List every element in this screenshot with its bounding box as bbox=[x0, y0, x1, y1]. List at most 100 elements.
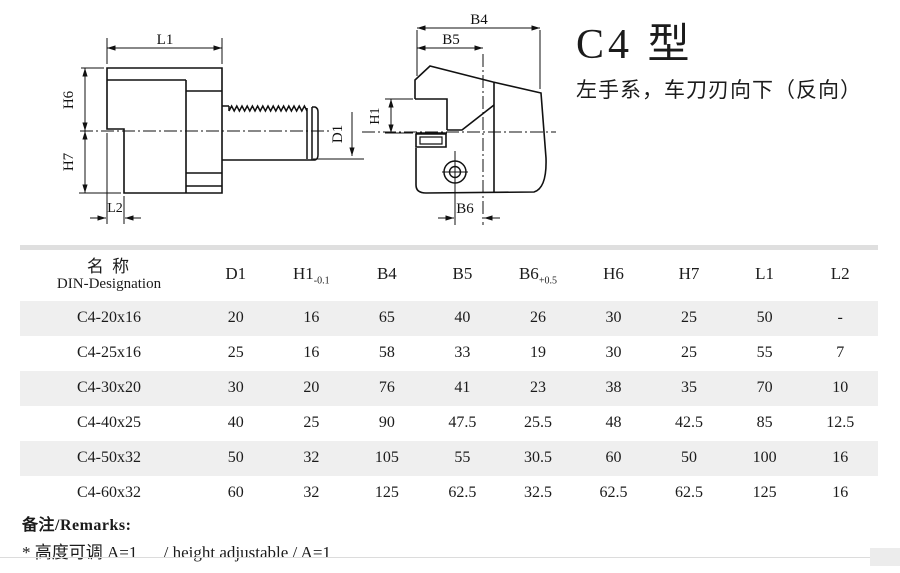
cell: 20 bbox=[227, 309, 244, 326]
cell: 30 bbox=[227, 379, 244, 396]
remarks-block: 备注/Remarks: * 高度可调 A=1 / height adjustab… bbox=[22, 511, 331, 563]
cell: 50 bbox=[227, 449, 244, 466]
remarks-heading: 备注/Remarks: bbox=[22, 517, 132, 534]
cell: 30 bbox=[605, 344, 622, 361]
name-column-header: 名 称 DIN-Designation bbox=[20, 248, 198, 301]
side-view-drawing: L1 H6 H7 L2 D1 bbox=[61, 32, 364, 224]
cell: 48 bbox=[605, 414, 622, 431]
holder-body-outline bbox=[106, 67, 223, 194]
remarks-note-zh: * 高度可调 A=1 bbox=[22, 543, 138, 562]
cell: 62.5 bbox=[448, 484, 477, 501]
row-name: C4-30x20 bbox=[77, 379, 141, 396]
row-name: C4-20x16 bbox=[77, 309, 141, 326]
cell: 40 bbox=[227, 414, 244, 431]
cell: 33 bbox=[454, 344, 471, 361]
remarks-note-en: / height adjustable / A=1 bbox=[163, 543, 331, 562]
cell: 60 bbox=[227, 484, 244, 501]
cell: 55 bbox=[454, 449, 471, 466]
shank-outline bbox=[222, 104, 319, 161]
name-header-zh: 名 称 bbox=[86, 256, 132, 276]
cell: 58 bbox=[378, 344, 395, 361]
cell: 50 bbox=[756, 309, 773, 326]
table-row: C4-30x20 30 20 76 41 23 38 35 70 10 bbox=[20, 370, 878, 406]
cell: 25 bbox=[681, 309, 698, 326]
remarks-line: * 高度可调 A=1 / height adjustable / A=1 bbox=[22, 538, 331, 563]
cell: 25 bbox=[681, 344, 698, 361]
title-block: C4 型 左手系，车刀刃向下（反向） bbox=[576, 22, 862, 104]
cell: 125 bbox=[374, 484, 399, 501]
table-header-row: 名 称 DIN-Designation D1 H1-0.1 B4 B5 B6+0… bbox=[20, 248, 878, 301]
row-name: C4-40x25 bbox=[77, 414, 141, 431]
cell: 16 bbox=[303, 344, 320, 361]
dim-label-h7: H7 bbox=[61, 152, 77, 171]
cell: 19 bbox=[529, 344, 546, 361]
table-row: C4-60x32 60 32 125 62.5 32.5 62.5 62.5 1… bbox=[20, 476, 878, 511]
dim-label-h6: H6 bbox=[61, 90, 77, 109]
cell: 62.5 bbox=[675, 484, 704, 501]
cell: 50 bbox=[681, 449, 698, 466]
cell: 26 bbox=[529, 309, 546, 326]
cell: 38 bbox=[605, 379, 622, 396]
dim-label-l2: L2 bbox=[107, 201, 123, 216]
cell: 35 bbox=[681, 379, 698, 396]
col-header-b4: B4 bbox=[376, 264, 397, 284]
cell: 25 bbox=[227, 344, 244, 361]
dim-label-h1: H1 bbox=[368, 107, 383, 124]
col-header-h1: H1-0.1 bbox=[293, 264, 330, 287]
cell: 25 bbox=[303, 414, 320, 431]
row-name: C4-50x32 bbox=[77, 449, 141, 466]
dim-label-b4: B4 bbox=[470, 12, 488, 28]
cell: 76 bbox=[378, 379, 395, 396]
dim-label-b6: B6 bbox=[456, 201, 474, 217]
cell: 47.5 bbox=[448, 414, 477, 431]
row-name: C4-60x32 bbox=[77, 484, 141, 501]
row-name: C4-25x16 bbox=[77, 344, 141, 361]
cell: 40 bbox=[454, 309, 471, 326]
cell: 70 bbox=[756, 379, 773, 396]
cell: 62.5 bbox=[599, 484, 628, 501]
cell: 100 bbox=[752, 449, 777, 466]
col-header-h7: H7 bbox=[678, 264, 700, 284]
cell: 65 bbox=[378, 309, 395, 326]
side-dimension-lines bbox=[79, 38, 364, 224]
cell: 41 bbox=[454, 379, 471, 396]
cell: 32 bbox=[303, 449, 320, 466]
col-header-d1: D1 bbox=[225, 264, 247, 284]
cell: 7 bbox=[836, 344, 845, 361]
cell: 42.5 bbox=[675, 414, 704, 431]
col-header-l2: L2 bbox=[830, 264, 850, 284]
bottom-divider bbox=[0, 557, 900, 558]
front-body-outline bbox=[414, 65, 547, 194]
cell: 10 bbox=[832, 379, 849, 396]
col-header-h6: H6 bbox=[603, 264, 624, 284]
dim-label-b5: B5 bbox=[442, 32, 460, 48]
front-centerlines bbox=[362, 54, 556, 225]
cell: 16 bbox=[832, 449, 849, 466]
col-header-b5: B5 bbox=[452, 264, 473, 284]
scan-corner-artifact bbox=[870, 548, 900, 566]
cell: 32.5 bbox=[523, 484, 552, 501]
front-view-drawing: B4 B5 H1 B6 bbox=[362, 12, 556, 225]
dim-label-d1: D1 bbox=[330, 125, 346, 143]
cell: 90 bbox=[378, 414, 395, 431]
cell: 125 bbox=[752, 484, 777, 501]
cell: 16 bbox=[832, 484, 849, 501]
table-row: C4-50x32 50 32 105 55 30.5 60 50 100 16 bbox=[20, 440, 878, 476]
front-dimension-lines bbox=[385, 25, 541, 225]
cell: 16 bbox=[303, 309, 320, 326]
table-row: C4-25x16 25 16 58 33 19 30 25 55 7 bbox=[20, 336, 878, 371]
col-header-b6: B6+0.5 bbox=[518, 264, 557, 287]
table-row: C4-20x16 20 16 65 40 26 30 25 50 - bbox=[20, 300, 878, 336]
cell: 105 bbox=[374, 449, 399, 466]
cell: 25.5 bbox=[523, 414, 552, 431]
cell: 60 bbox=[605, 449, 622, 466]
page-title: C4 型 bbox=[576, 22, 694, 68]
page-subtitle: 左手系，车刀刃向下（反向） bbox=[576, 78, 862, 103]
col-header-l1: L1 bbox=[755, 264, 775, 284]
table-row: C4-40x25 40 25 90 47.5 25.5 48 42.5 85 1… bbox=[20, 406, 878, 441]
cell: 12.5 bbox=[826, 414, 855, 431]
name-header-en: DIN-Designation bbox=[56, 276, 162, 293]
dim-label-l1: L1 bbox=[157, 32, 174, 48]
cell: 32 bbox=[303, 484, 320, 501]
